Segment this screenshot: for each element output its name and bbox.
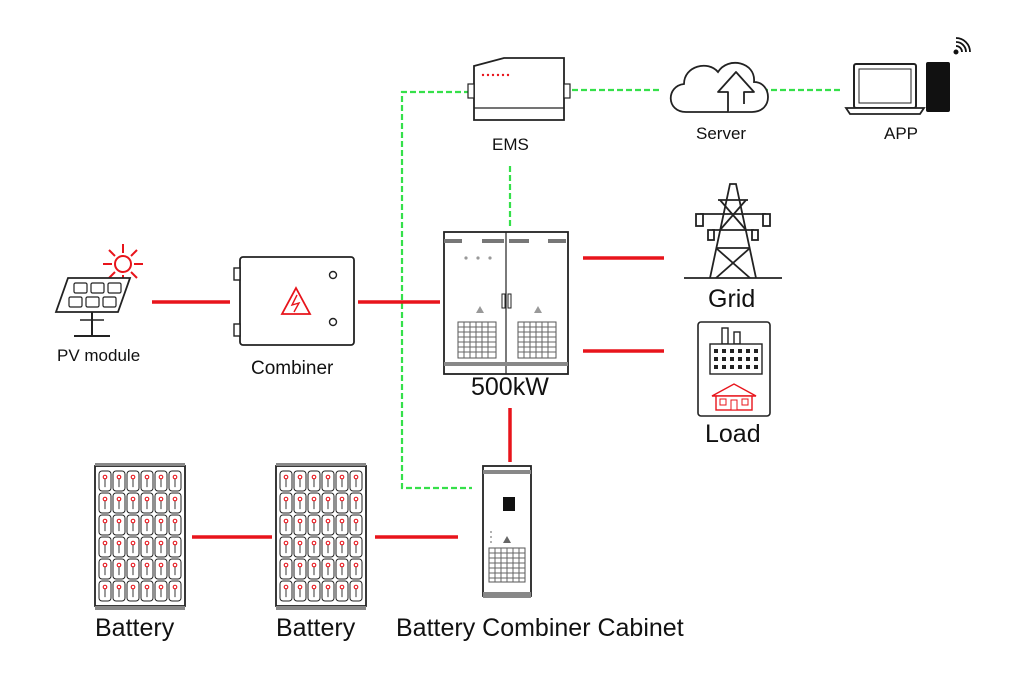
ems-icon bbox=[467, 57, 571, 121]
grid-label: Grid bbox=[708, 285, 756, 313]
app-label: APP bbox=[884, 124, 919, 143]
comm-lines bbox=[400, 88, 842, 490]
power-lines bbox=[152, 256, 664, 539]
app-devices-icon bbox=[844, 37, 971, 115]
pv-module-icon bbox=[54, 244, 143, 337]
server-label: Server bbox=[696, 124, 747, 143]
battery-rack-1-icon bbox=[94, 463, 186, 610]
battery-rack-2-icon bbox=[275, 463, 367, 610]
load-icon bbox=[697, 321, 771, 417]
battery-combiner-cabinet-label: Battery Combiner Cabinet bbox=[396, 614, 684, 642]
load-label: Load bbox=[705, 420, 761, 448]
battery-2-label: Battery bbox=[276, 614, 356, 642]
server-cloud-icon bbox=[669, 62, 769, 113]
pv-module-label: PV module bbox=[57, 346, 141, 365]
grid-tower-icon bbox=[684, 183, 782, 279]
combiner-icon bbox=[233, 256, 355, 346]
wifi-icon bbox=[953, 37, 971, 55]
battery-1-label: Battery bbox=[95, 614, 175, 642]
inverter-cabinet-icon bbox=[443, 231, 569, 375]
inverter-power-label: 500kW bbox=[471, 373, 549, 401]
comm-line-ems-to-battery-cabinet bbox=[400, 90, 472, 490]
battery-combiner-cabinet-icon bbox=[482, 465, 532, 598]
combiner-label: Combiner bbox=[251, 358, 334, 379]
ems-label: EMS bbox=[492, 135, 529, 154]
